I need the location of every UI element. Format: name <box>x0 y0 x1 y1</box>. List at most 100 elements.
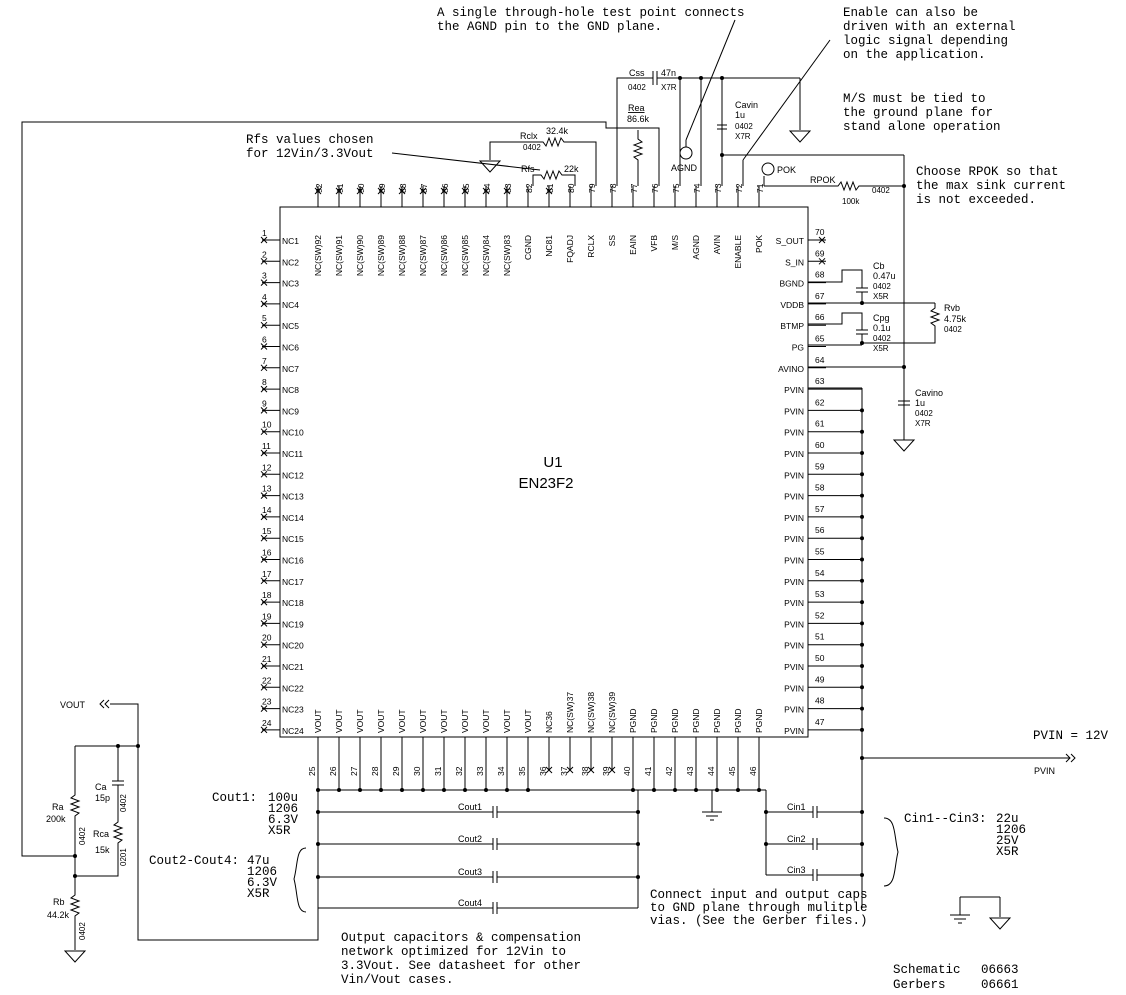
cin3-ref: Cin3 <box>787 865 806 875</box>
pin-name-bottom: PGND <box>691 708 701 733</box>
rca-value: 15k <box>95 845 110 855</box>
ra-ref: Ra <box>52 802 64 812</box>
pin-number-left: 14 <box>262 505 272 515</box>
pin-number-bottom: 31 <box>433 766 443 776</box>
pvin-pin-taps <box>826 388 864 732</box>
pin-name-right: S_IN <box>785 257 804 267</box>
pin-name-right: S_OUT <box>776 236 804 246</box>
pin-number-top: 86 <box>440 183 450 193</box>
pin-name-bottom: VOUT <box>460 709 470 733</box>
enable-note-leader <box>742 39 831 161</box>
rb-value: 44.2k <box>47 910 70 920</box>
pvin-equation: PVIN = 12V <box>1033 729 1109 743</box>
pin-number-right: 48 <box>815 696 825 706</box>
junction-dot <box>860 472 864 477</box>
pin-number-left: 7 <box>262 356 267 366</box>
junction-dot <box>860 493 864 498</box>
pin-name-left: NC4 <box>282 300 299 310</box>
pin-name-left: NC21 <box>282 662 304 672</box>
pin-number-left: 6 <box>262 335 267 345</box>
pin-number-left: 10 <box>262 420 272 430</box>
pin-number-left: 24 <box>262 718 272 728</box>
ground-triangle-icon <box>893 439 915 452</box>
note-rpok: is not exceeded. <box>916 193 1036 207</box>
junction-dot <box>860 429 864 434</box>
pin-number-top: 85 <box>461 183 471 193</box>
rea-value: 86.6k <box>627 114 650 124</box>
gerbers-label: Gerbers <box>893 978 946 992</box>
schematic-number: 06663 <box>981 963 1019 977</box>
pin-name-top: NC(SW)92 <box>313 235 323 276</box>
pin-number-right: 67 <box>815 291 825 301</box>
note-cout1-label: Cout1: <box>212 791 257 805</box>
pin-name-left: NC24 <box>282 726 304 736</box>
junction-dot <box>860 664 864 668</box>
junction-dot <box>860 514 864 519</box>
note-enable: driven with an external <box>843 20 1016 34</box>
pvin-net-label: PVIN <box>1034 766 1055 776</box>
note-cout24-label: Cout2-Cout4: <box>149 854 239 868</box>
junction-dot <box>860 408 864 413</box>
note-rpok: the max sink current <box>916 179 1066 193</box>
ca-ref: Ca <box>95 782 107 792</box>
cpg-ref: Cpg <box>873 313 890 323</box>
pin-name-left: NC16 <box>282 556 304 566</box>
pin-number-bottom: 34 <box>496 766 506 776</box>
pin-name-left: NC18 <box>282 598 304 608</box>
vout-wire <box>110 703 319 941</box>
rpok-ref: RPOK <box>810 175 836 185</box>
pin-number-bottom: 43 <box>685 766 695 776</box>
note-cin: 1206 <box>996 823 1026 837</box>
note-output: 3.3Vout. See datasheet for other <box>341 959 581 973</box>
pin-number-top: 80 <box>566 183 576 193</box>
pin-number-left: 19 <box>262 611 272 621</box>
pin-name-bottom: VOUT <box>418 709 428 733</box>
pin-name-bottom: VOUT <box>502 709 512 733</box>
u1-chip-body <box>279 206 809 738</box>
pin-name-top: NC(SW)89 <box>376 235 386 276</box>
pin-number-bottom: 35 <box>517 766 527 776</box>
note-cout1: X5R <box>268 824 291 838</box>
pin-name-right: PVIN <box>784 385 804 395</box>
agnd-tp-label: AGND <box>671 163 698 173</box>
pin-name-right: PVIN <box>784 683 804 693</box>
note-output: network optimized for 12Vin to <box>341 945 566 959</box>
rclx-pkg: 0402 <box>523 143 541 152</box>
pin-number-bottom: 38 <box>580 766 590 776</box>
pin-number-top: 76 <box>650 183 660 193</box>
note-cin-label: Cin1--Cin3: <box>904 812 987 826</box>
note-cout1: 6.3V <box>268 813 299 827</box>
pin-name-left: NC6 <box>282 343 299 353</box>
pin-name-top: AGND <box>691 235 701 260</box>
pin-number-right: 62 <box>815 397 825 407</box>
css-ref: Css <box>629 68 645 78</box>
pin-name-right: PVIN <box>784 641 804 651</box>
rfs-wire <box>532 169 576 186</box>
pin-name-bottom: PGND <box>754 708 764 733</box>
pin-number-left: 11 <box>262 441 271 451</box>
rvb-value: 4.75k <box>944 314 967 324</box>
cavin-value: 1u <box>735 110 745 120</box>
pin-number-right: 65 <box>815 334 825 344</box>
pin-number-top: 72 <box>734 183 744 193</box>
cavino-ref: Cavino <box>915 388 943 398</box>
pin-number-right: 64 <box>815 355 825 365</box>
pin-name-top: NC(SW)90 <box>355 235 365 276</box>
pin-number-left: 17 <box>262 569 272 579</box>
note-ms: M/S must be tied to <box>843 92 986 106</box>
ground-triangle-icon <box>64 950 86 963</box>
note-cout24: 1206 <box>247 865 277 879</box>
pin-name-right: PVIN <box>784 556 804 566</box>
pin-number-left: 5 <box>262 313 267 323</box>
cin1-ref: Cin1 <box>787 802 806 812</box>
pin-number-top: 82 <box>524 183 534 193</box>
pin-number-bottom: 37 <box>559 766 569 776</box>
css-diel: X7R <box>661 83 677 92</box>
note-connect: to GND plane through mulitple <box>650 901 868 915</box>
pin-number-top: 79 <box>587 183 597 193</box>
pin-name-left: NC15 <box>282 534 304 544</box>
pin-name-bottom: NC(SW)39 <box>607 692 617 733</box>
cavino-value: 1u <box>915 398 925 408</box>
pin-number-bottom: 30 <box>412 766 422 776</box>
